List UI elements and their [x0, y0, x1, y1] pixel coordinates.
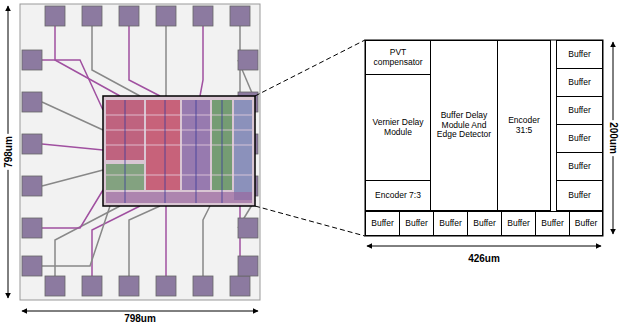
- pad-traces: [42, 26, 255, 276]
- block-box: Buffer: [535, 211, 570, 236]
- block-label: Buffer: [405, 219, 428, 229]
- core-layout: [103, 96, 255, 206]
- block-box: Buffer: [433, 211, 468, 236]
- dimension-label: 426um: [466, 253, 502, 264]
- die-outline: [20, 4, 260, 300]
- block-label: Buffer: [568, 50, 591, 60]
- block-label: Encoder 7:3: [375, 191, 421, 201]
- block-label: Buffer: [568, 191, 591, 201]
- zoom-lines: [255, 40, 365, 236]
- block-label: Buffer: [568, 162, 591, 172]
- block-box: Encoder 7:3: [365, 180, 431, 211]
- block-box: Buffer Delay Module And Edge Detector: [430, 40, 498, 211]
- block-label: Buffer: [568, 134, 591, 144]
- block-label: Buffer: [568, 106, 591, 116]
- block-box: Buffer: [556, 124, 603, 153]
- floorplan-outline: [365, 40, 603, 236]
- bond-pads: [22, 6, 258, 296]
- dimension-arrows: [8, 6, 613, 311]
- block-label: Buffer: [439, 219, 462, 229]
- block-box: Buffer: [501, 211, 536, 236]
- block-box: Buffer: [467, 211, 502, 236]
- block-label: Buffer: [541, 219, 564, 229]
- block-label: Buffer: [575, 219, 598, 229]
- block-label: Buffer: [507, 219, 530, 229]
- block-box: Vernier Delay Module: [365, 74, 431, 181]
- block-label: Buffer: [371, 219, 394, 229]
- block-box: Buffer: [556, 152, 603, 181]
- block-label: Buffer: [568, 78, 591, 88]
- block-box: Buffer: [556, 40, 603, 69]
- block-label: PVT compensator: [368, 48, 428, 68]
- dimension-label: 200um: [608, 120, 619, 156]
- block-box: Buffer: [556, 68, 603, 97]
- dimension-label: 798um: [122, 313, 158, 324]
- block-box: Buffer: [556, 96, 603, 125]
- block-label: Vernier Delay Module: [368, 118, 428, 138]
- block-label: Encoder 31:5: [500, 116, 548, 136]
- block-label: Buffer: [473, 219, 496, 229]
- block-label: Buffer Delay Module And Edge Detector: [433, 111, 495, 140]
- block-box: Buffer: [569, 211, 603, 236]
- block-box: Buffer: [556, 180, 603, 211]
- block-box: Buffer: [399, 211, 434, 236]
- block-box: PVT compensator: [365, 40, 431, 75]
- dimension-label: 798um: [3, 134, 14, 170]
- block-box: Encoder 31:5: [497, 40, 551, 211]
- block-box: Buffer: [365, 211, 400, 236]
